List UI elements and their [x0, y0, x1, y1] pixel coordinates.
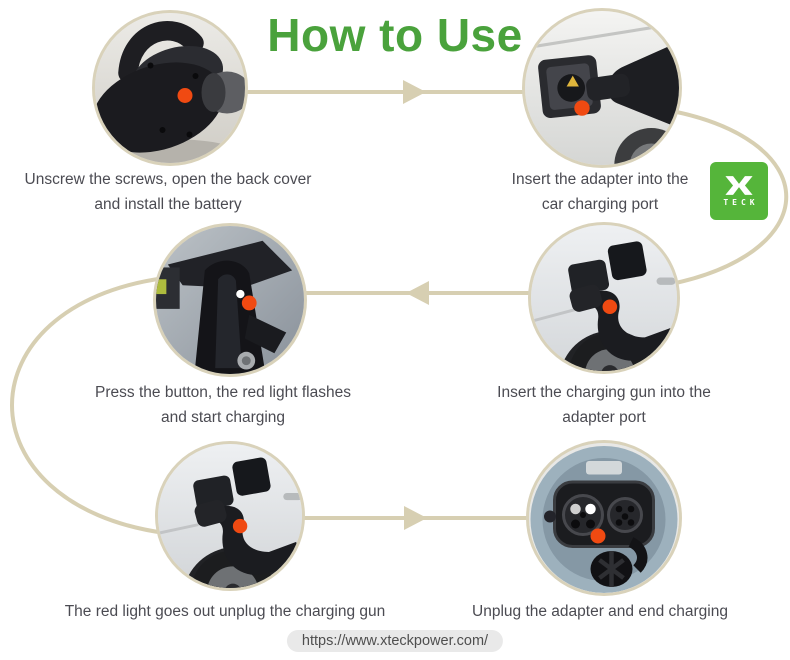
step-3-photo: [528, 222, 680, 374]
caption-line: Insert the adapter into the: [511, 171, 689, 188]
caption-line: Insert the charging gun into the: [497, 384, 711, 401]
arrow-right-top-icon: [403, 80, 426, 104]
marker-dot-1: [177, 88, 193, 103]
flow-curve-right: [654, 106, 789, 289]
marker-dot-4: [241, 295, 257, 311]
step-4-photo: [153, 223, 307, 377]
marker-dot-6: [590, 528, 606, 544]
step-2-caption: Insert the adapter into the car charging…: [460, 167, 740, 217]
step-2-photo: [522, 8, 682, 168]
page-title: How to Use: [267, 9, 523, 61]
caption-line: Press the button, the red light flashes: [95, 384, 351, 401]
caption-line: car charging port: [541, 196, 659, 213]
step-1-photo: [92, 10, 248, 166]
step-5-caption: The red light goes out unplug the chargi…: [25, 599, 425, 624]
caption-line: Unscrew the screws, open the back cover: [24, 171, 312, 188]
caption-line: and install the battery: [94, 196, 242, 213]
step-1-caption: Unscrew the screws, open the back cover …: [8, 167, 328, 217]
caption-line: The red light goes out unplug the chargi…: [64, 603, 386, 620]
caption-line: Unplug the adapter and end charging: [472, 603, 728, 620]
caption-line: adapter port: [562, 409, 646, 426]
caption-line: and start charging: [160, 409, 286, 426]
marker-dot-3: [602, 299, 618, 315]
xteck-logo-text: TECK: [723, 197, 759, 207]
flow-curve-left: [10, 276, 166, 535]
step-6-photo: [526, 440, 682, 596]
xteck-x-icon: [725, 175, 753, 195]
arrow-left-middle-icon: [406, 281, 429, 305]
step-6-caption: Unplug the adapter and end charging: [440, 599, 760, 624]
arrow-right-bottom-icon: [404, 506, 427, 530]
website-url: https://www.xteckpower.com/: [286, 630, 504, 652]
marker-dot-2: [574, 100, 590, 116]
step-3-caption: Insert the charging gun into the adapter…: [464, 380, 744, 430]
marker-dot-5: [232, 518, 248, 534]
xteck-logo: TECK: [710, 162, 768, 220]
step-5-photo: [155, 441, 305, 591]
step-4-caption: Press the button, the red light flashes …: [63, 380, 383, 430]
